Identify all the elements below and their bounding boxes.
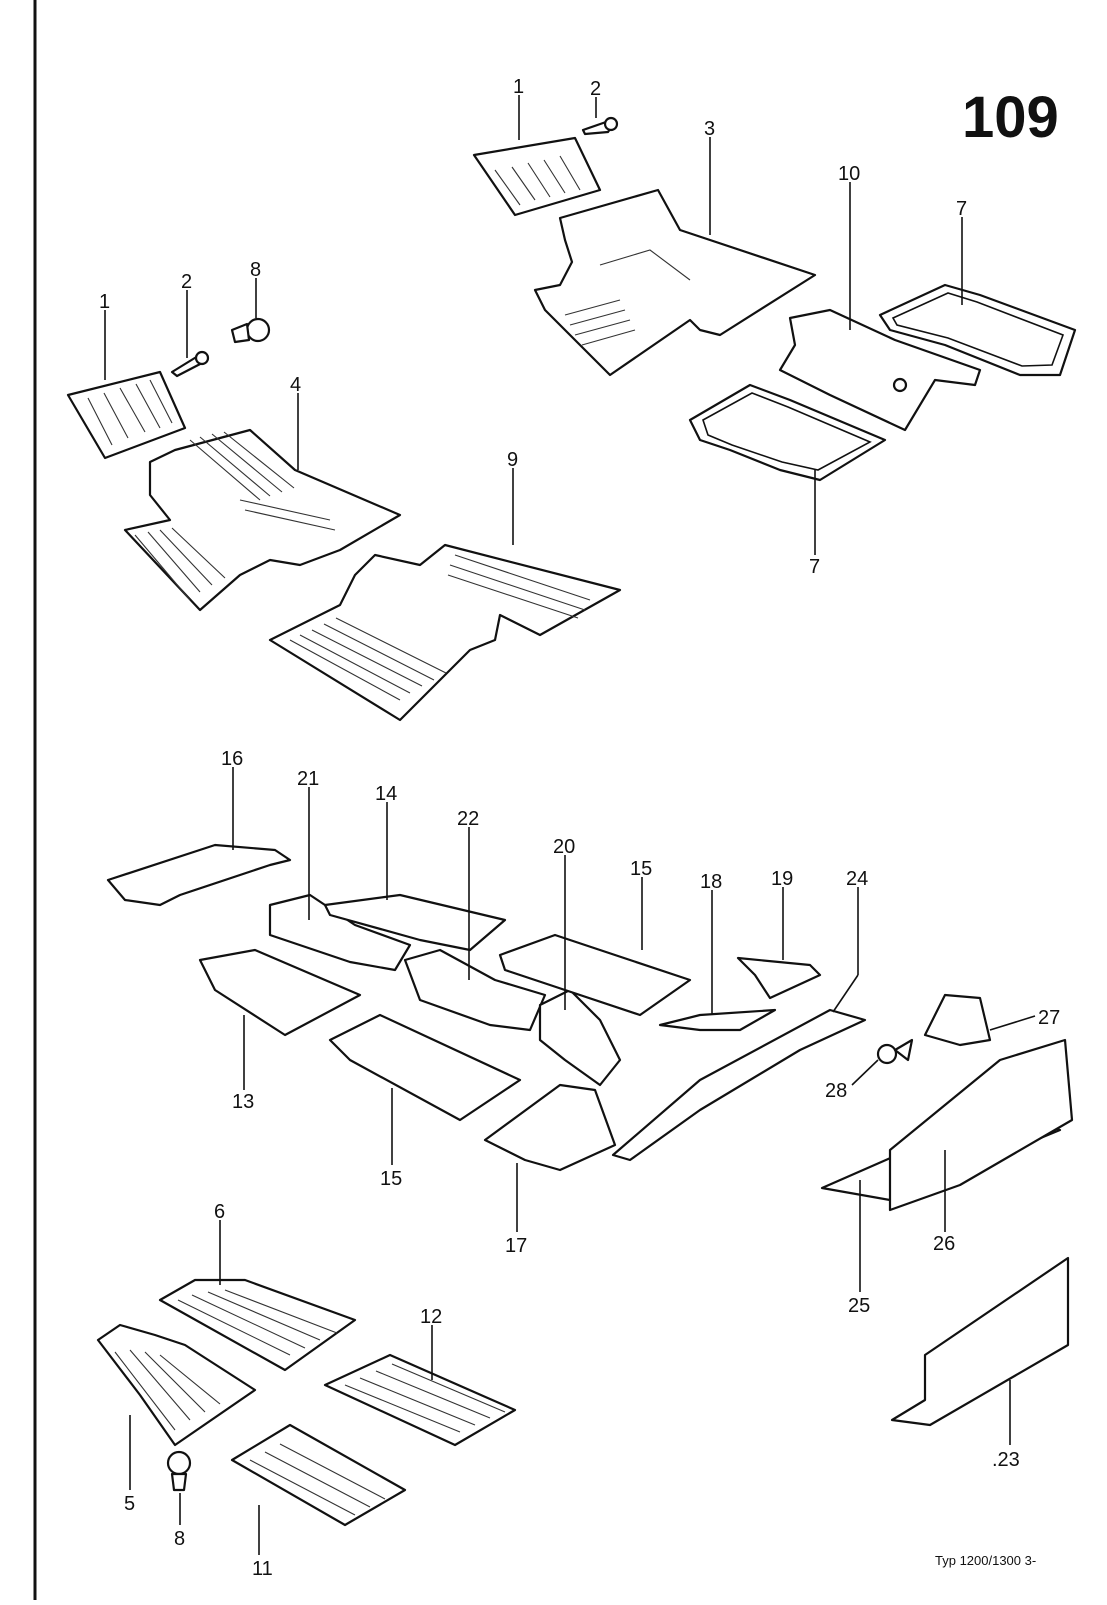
- part-17-insulation: [483, 1083, 617, 1172]
- part-3-upper-front-mat: [533, 188, 817, 377]
- part-12-mat: [323, 1353, 517, 1447]
- part-5-mat: [96, 1323, 257, 1447]
- callout-6: 6: [214, 1201, 225, 1223]
- callout-5: 5: [124, 1493, 135, 1515]
- callout-12: 12: [420, 1306, 442, 1328]
- part-14-insulation: [323, 893, 507, 952]
- part-15-insulation-upper: [498, 933, 692, 1017]
- callout-15: 15: [630, 858, 652, 880]
- part-23-panel: [890, 1256, 1070, 1427]
- callout-24: 24: [846, 868, 868, 890]
- callout-3: 3: [704, 118, 715, 140]
- part-7-rear-mat-upper: [878, 283, 1077, 377]
- callout-9: 9: [507, 449, 518, 471]
- callout-21: 21: [297, 768, 319, 790]
- callout-7: 7: [956, 198, 967, 220]
- part-7-rear-mat-lower: [688, 383, 887, 482]
- part-4-front-mat-rhd: [123, 428, 402, 612]
- callout-8: 8: [174, 1528, 185, 1550]
- part-19-insulation: [736, 956, 822, 1000]
- callout-17: 17: [505, 1235, 527, 1257]
- callout-19: 19: [771, 868, 793, 890]
- part-1-upper-heel-plate: [472, 136, 602, 217]
- callout-14: 14: [375, 783, 397, 805]
- part-26-panel: [888, 1038, 1074, 1212]
- part-21-insulation: [268, 893, 412, 972]
- part-13-insulation: [198, 948, 362, 1037]
- callout-23: .23: [992, 1449, 1020, 1471]
- part-9-front-mat-lhd: [268, 543, 622, 722]
- part-28-clip: [876, 1038, 914, 1065]
- callout-8: 8: [250, 259, 261, 281]
- part-2-upper-screw: [581, 116, 619, 136]
- callout-18: 18: [700, 871, 722, 893]
- callout-25: 25: [848, 1295, 870, 1317]
- callout-28: 28: [825, 1080, 847, 1102]
- callout-15: 15: [380, 1168, 402, 1190]
- callout-27: 27: [1038, 1007, 1060, 1029]
- part-11-mat: [230, 1423, 407, 1527]
- callout-1: 1: [99, 291, 110, 313]
- part-24-insulation: [611, 1008, 867, 1162]
- leader-lines: [104, 95, 1036, 1555]
- part-20-insulation: [538, 988, 622, 1087]
- callout-4: 4: [290, 374, 301, 396]
- part-22-insulation: [403, 948, 547, 1032]
- callout-26: 26: [933, 1233, 955, 1255]
- part-1-lower-heel-plate: [66, 370, 187, 460]
- part-6-mat: [158, 1278, 357, 1372]
- part-16-insulation: [106, 843, 292, 907]
- part-8-lower-clip: [166, 1450, 192, 1492]
- callout-2: 2: [181, 271, 192, 293]
- callout-11: 11: [252, 1558, 273, 1580]
- part-27-insulation: [923, 993, 992, 1047]
- callout-labels: 1 2 3 10 7 1 2 8 4 9 7 16 21 14 22 20 15…: [99, 76, 1060, 1580]
- callout-20: 20: [553, 836, 575, 858]
- callout-1: 1: [513, 76, 524, 98]
- callout-7: 7: [809, 556, 820, 578]
- callout-16: 16: [221, 748, 243, 770]
- callout-2: 2: [590, 78, 601, 100]
- page-number: 109: [962, 85, 1059, 150]
- callout-13: 13: [232, 1091, 254, 1113]
- part-2-lower-screw: [170, 350, 210, 378]
- callout-10: 10: [838, 163, 860, 185]
- part-15-insulation-lower: [328, 1013, 522, 1122]
- part-10-tunnel-mat: [778, 308, 982, 432]
- part-18-insulation: [658, 1008, 777, 1032]
- part-8-upper-clip: [230, 317, 271, 344]
- callout-22: 22: [457, 808, 479, 830]
- footer-type-label: Typ 1200/1300 3-: [935, 1553, 1036, 1568]
